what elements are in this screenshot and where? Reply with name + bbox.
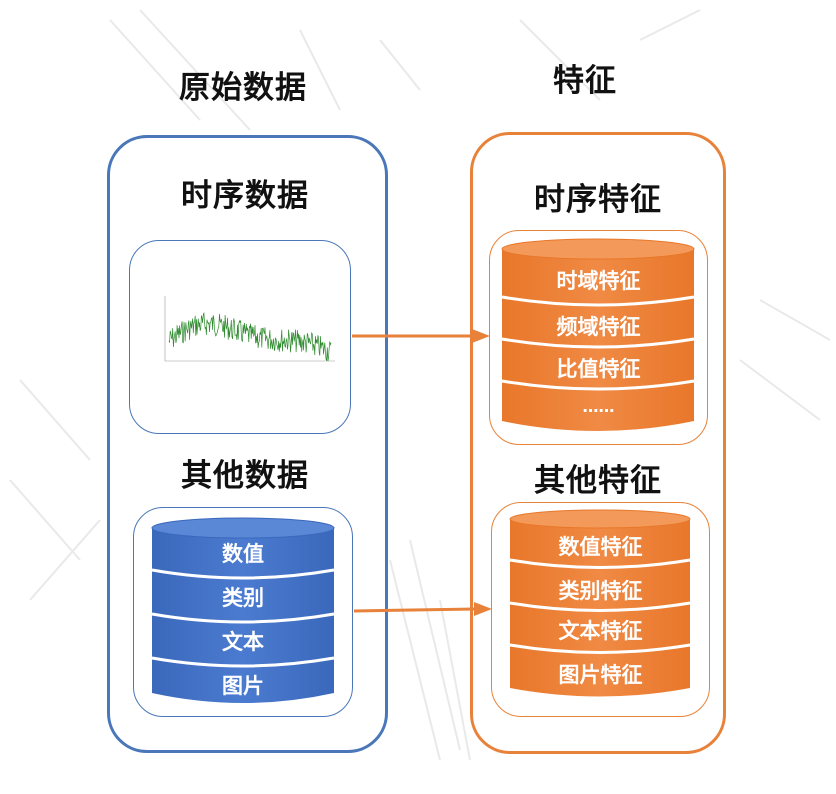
cylinder-item-category: 类别 (222, 586, 264, 610)
feature-item-image: 图片特征 (558, 663, 643, 687)
cylinder-item-text: 文本 (222, 630, 264, 654)
timeseries-data-title: 时序数据 (181, 178, 309, 214)
timeseries-plot (164, 296, 335, 362)
feature-item-numeric: 数值特征 (558, 535, 643, 559)
feature-item-text: 文本特征 (558, 619, 643, 643)
plot-axes (164, 296, 335, 362)
other-features-cylinder (509, 509, 691, 697)
timeseries-arrow (352, 329, 490, 343)
feature-item-time-domain: 时域特征 (556, 269, 641, 293)
cylinder-item-numeric: 数值 (222, 542, 264, 566)
timeseries-features-box: 时域特征 频域特征 比值特征 …… (489, 230, 708, 445)
features-panel (470, 132, 726, 754)
feature-item-ellipsis: …… (582, 397, 615, 416)
feature-item-category: 类别特征 (558, 579, 643, 603)
cylinder-item-image: 图片 (222, 674, 264, 698)
raw-data-heading: 原始数据 (179, 70, 307, 106)
other-data-arrow (353, 602, 492, 616)
timeseries-features-title: 时序特征 (534, 182, 662, 218)
other-features-box: 数值特征 类别特征 文本特征 图片特征 (491, 502, 710, 717)
other-features-title: 其他特征 (534, 463, 662, 499)
timeseries-features-cylinder (501, 238, 695, 431)
raw-data-panel (107, 135, 388, 753)
timeseries-line (168, 311, 332, 362)
other-data-box: 数值 类别 文本 图片 (133, 507, 353, 717)
other-data-cylinder (151, 517, 335, 703)
feature-item-frequency-domain: 频域特征 (556, 315, 641, 339)
features-heading: 特征 (553, 63, 617, 99)
timeseries-plot-box (129, 240, 351, 434)
feature-item-ratio: 比值特征 (556, 357, 641, 381)
other-data-title: 其他数据 (181, 458, 309, 494)
